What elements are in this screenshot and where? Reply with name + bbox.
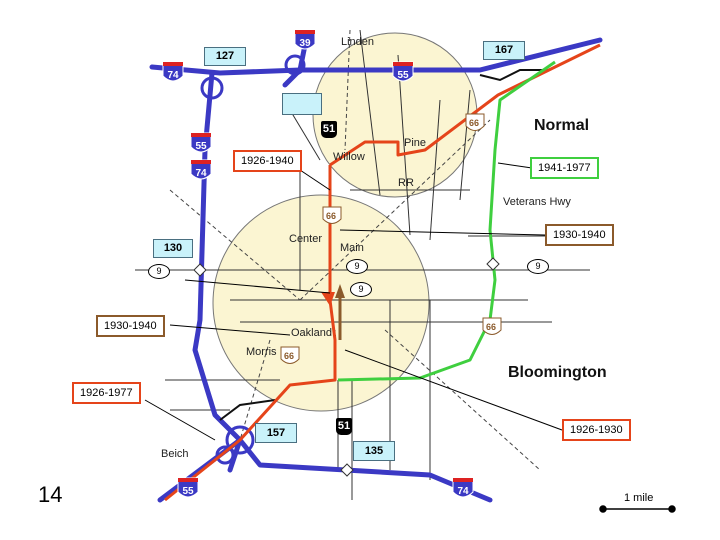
i55-shield-south: 55 (177, 477, 199, 498)
city-label-normal: Normal (534, 117, 590, 134)
il9-oval-main: 9 (346, 259, 368, 274)
us51-shield-south: 51 (336, 418, 352, 435)
svg-text:55: 55 (195, 141, 207, 152)
street-label-beich: Beich (161, 448, 189, 460)
brown-direction-arrow (335, 284, 345, 298)
callout-1930-1940-left: 1930-1940 (96, 315, 165, 337)
street-label-rr: RR (398, 177, 414, 189)
route-box-130: 130 (153, 239, 193, 258)
svg-text:39: 39 (299, 38, 311, 49)
il9-oval-east: 9 (527, 259, 549, 274)
interchanges (200, 54, 306, 465)
callout-1941-1977: 1941-1977 (530, 157, 599, 179)
svg-text:74: 74 (457, 486, 469, 497)
street-label-center: Center (289, 233, 323, 245)
route66-label-normal: 66 (469, 118, 480, 128)
i74-shield-west-south: 74 (190, 159, 212, 180)
street-label-veterans: Veterans Hwy (503, 196, 571, 208)
callout-1926-1977: 1926-1977 (72, 382, 141, 404)
route-box-127: 127 (204, 47, 246, 66)
svg-text:55: 55 (182, 486, 194, 497)
scale-label: 1 mile (624, 492, 654, 504)
street-label-linden: Linden (341, 36, 375, 48)
route66-label-center: 66 (326, 211, 337, 221)
i74-shield-east: 74 (452, 477, 474, 498)
street-label-pine: Pine (404, 137, 427, 149)
us51-shield-north: 51 (321, 121, 337, 138)
callout-1930-1940-right: 1930-1940 (545, 224, 614, 246)
svg-text:74: 74 (195, 168, 207, 179)
street-label-morris: Morris (246, 346, 277, 358)
route66-shields (280, 113, 502, 364)
il9-oval-main-south: 9 (350, 282, 372, 297)
i39-shield: 39 (294, 29, 316, 50)
callout-1926-1930: 1926-1930 (562, 419, 631, 441)
city-label-bloomington: Bloomington (508, 364, 607, 381)
callout-1926-1940: 1926-1940 (233, 150, 302, 172)
orange-direction-arrow (321, 292, 335, 306)
page-number: 14 (38, 482, 63, 507)
i74-west-number: 74 (167, 70, 179, 81)
scale-bar (599, 505, 676, 513)
route-box-157: 157 (255, 423, 297, 443)
bloomington-city-area (212, 194, 430, 412)
i55-shield-west: 55 (190, 132, 212, 153)
route-box-blank (282, 93, 322, 115)
diamond-interchanges (193, 257, 500, 477)
route66-1941-1977 (337, 60, 556, 382)
callout-pointers (144, 162, 563, 441)
i74-shield-west: 74 (162, 61, 184, 82)
route-box-167: 167 (483, 41, 525, 60)
svg-text:55: 55 (397, 70, 409, 81)
street-label-main: Main (340, 242, 364, 254)
normal-city-area (312, 32, 478, 198)
i55-shield-north: 55 (392, 61, 414, 82)
route66-label-morris: 66 (284, 351, 295, 361)
route66-label-veterans: 66 (486, 322, 497, 332)
route-box-135: 135 (353, 441, 395, 461)
street-label-oakland: Oakland (291, 327, 332, 339)
street-label-willow: Willow (333, 151, 365, 163)
il9-oval-west: 9 (148, 264, 170, 279)
railroads (169, 29, 541, 471)
